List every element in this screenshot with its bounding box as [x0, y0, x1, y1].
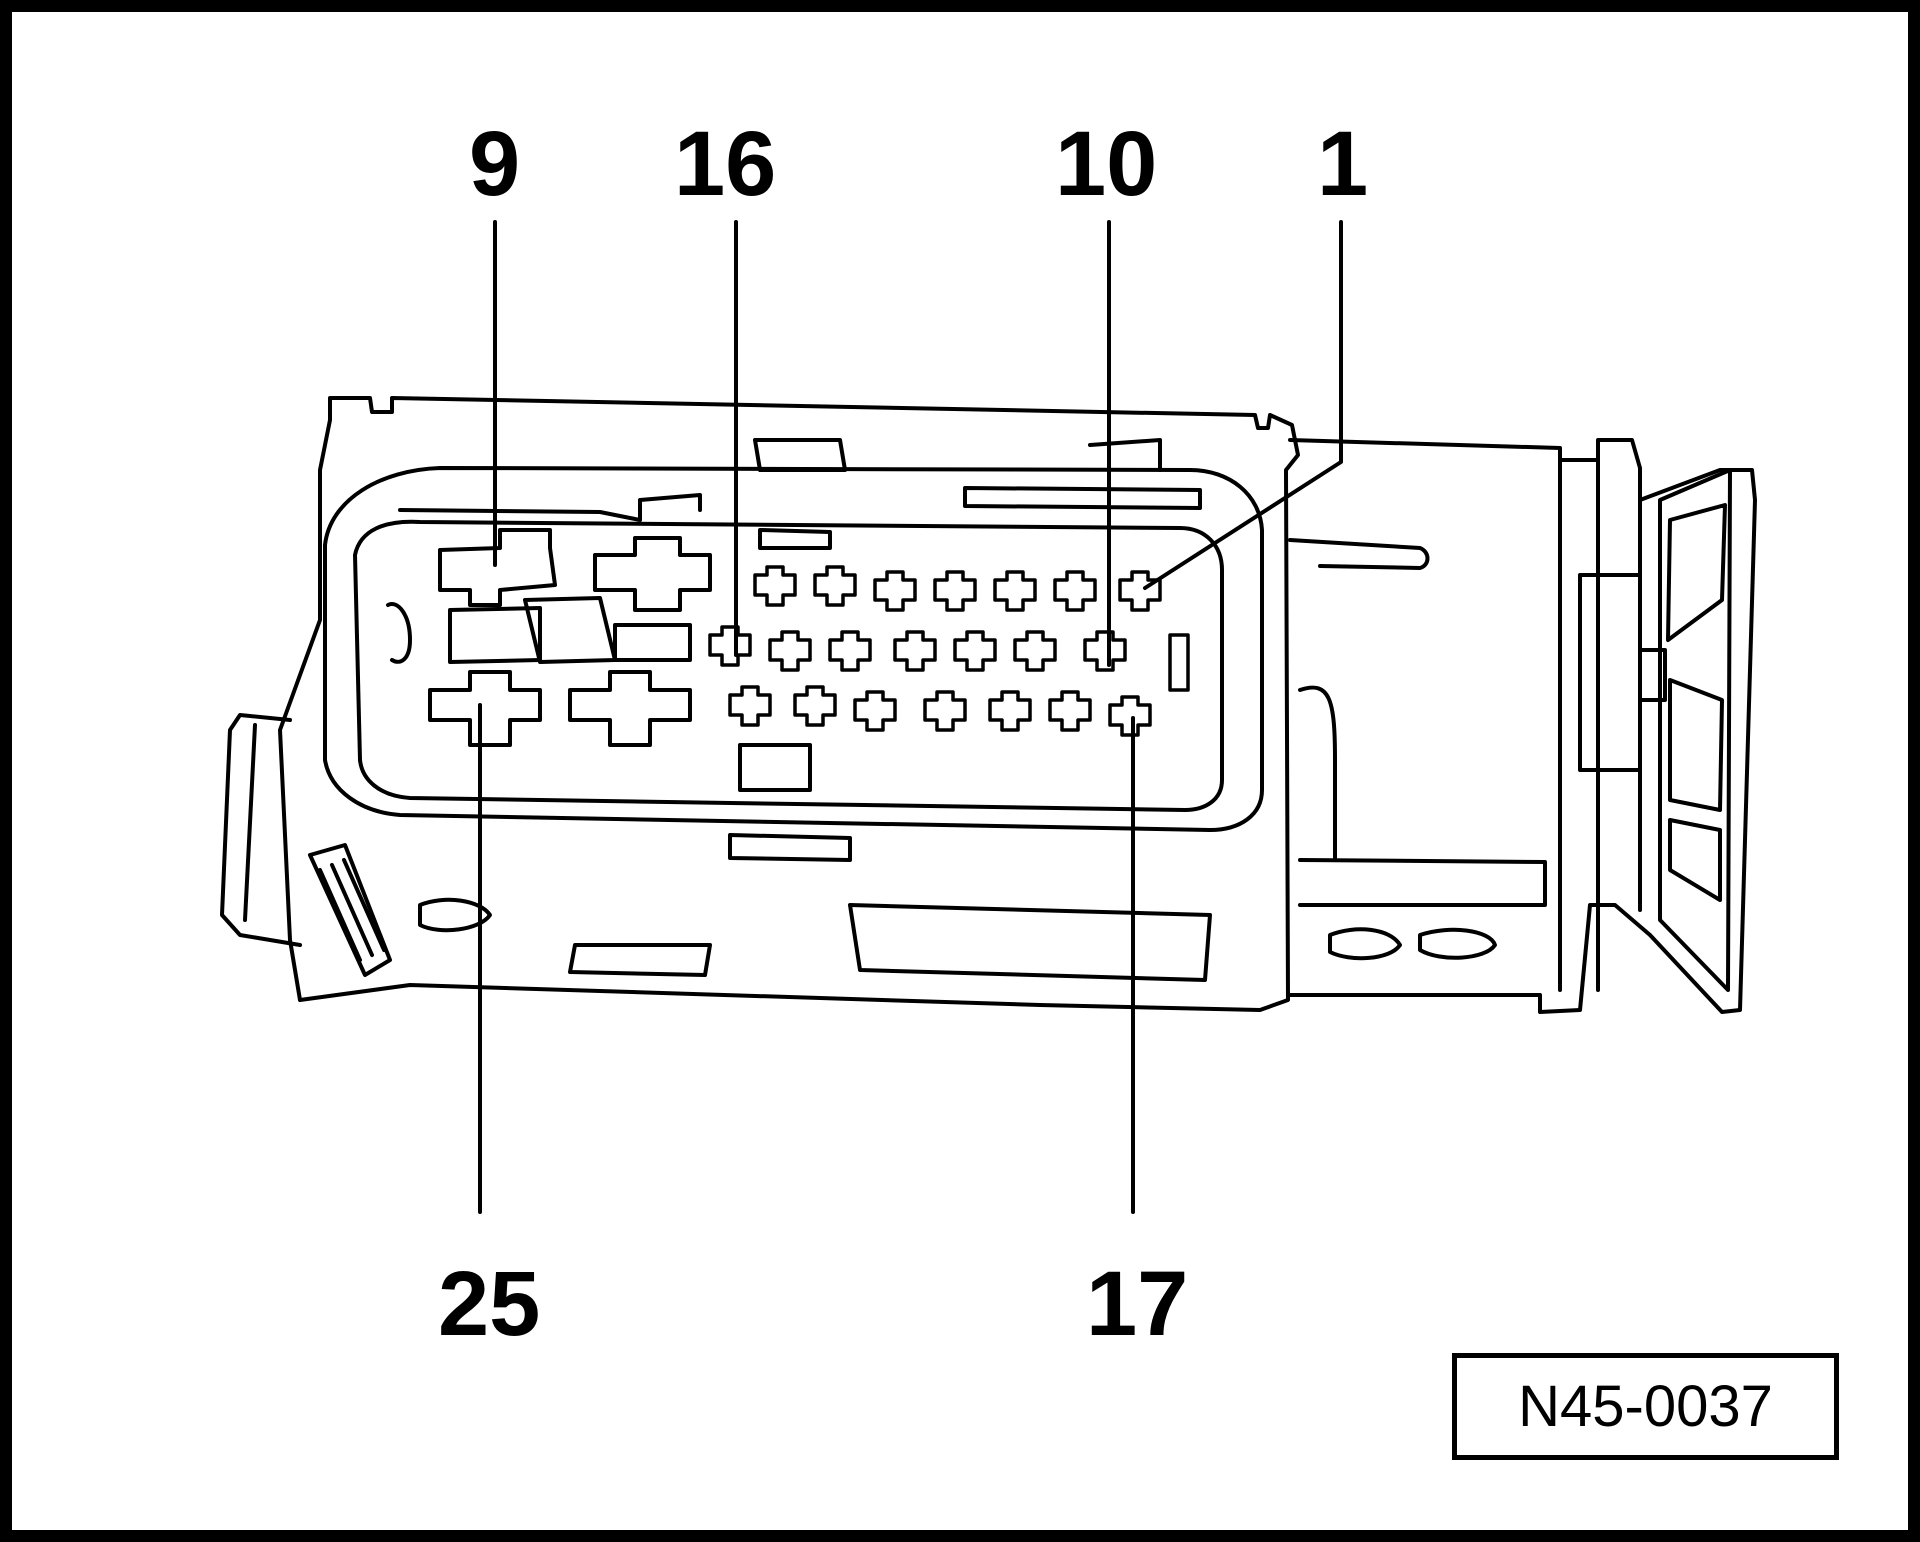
pin-label-9: 9: [469, 113, 521, 215]
pin-label-1: 1: [1317, 113, 1369, 215]
connector-housing: [278, 396, 1300, 1012]
signal-terminals: [708, 565, 1190, 737]
connector-drawing: [220, 220, 1757, 1214]
terminal-row-bottom: [728, 685, 1152, 737]
terminal-row-middle: [708, 625, 1127, 672]
pin-label-25: 25: [438, 1253, 541, 1355]
leader-lines: [478, 220, 1343, 1214]
pin-label-17: 17: [1086, 1253, 1189, 1355]
pin-label-10: 10: [1055, 113, 1158, 215]
terminal-row-top: [753, 565, 1162, 612]
figure-frame: 9 16 10 1 25 17: [12, 12, 1908, 1530]
locking-lever: [1288, 438, 1757, 1014]
left-latch: [220, 713, 302, 947]
reference-code-box: N45-0037: [1452, 1353, 1839, 1460]
large-terminals: [428, 528, 712, 747]
reference-code: N45-0037: [1518, 1374, 1773, 1439]
pin-label-16: 16: [674, 113, 777, 215]
leader-line-1: [1143, 220, 1343, 590]
